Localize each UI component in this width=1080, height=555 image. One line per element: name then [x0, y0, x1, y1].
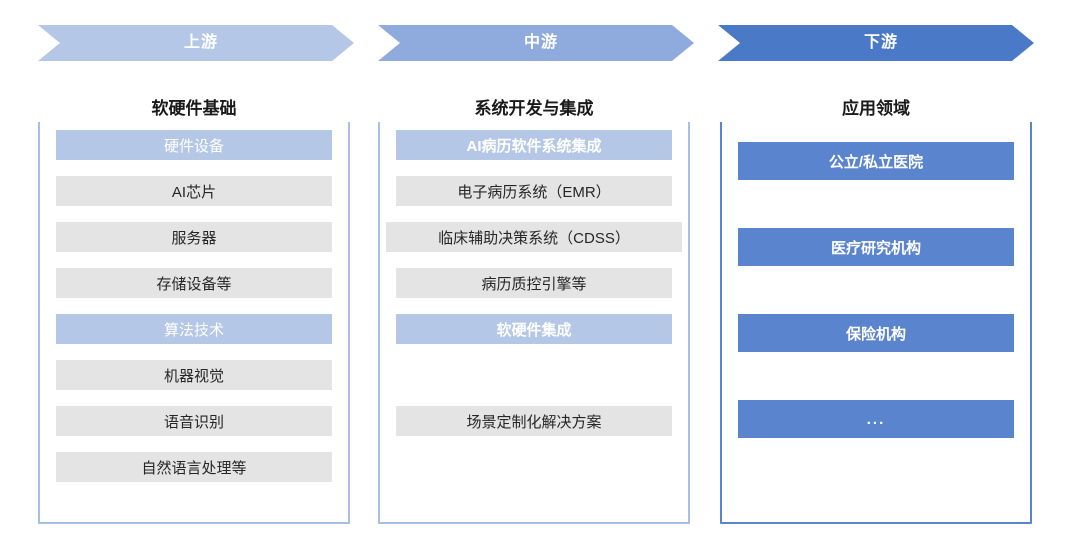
list-item[interactable]: 公立/私立医院 — [738, 142, 1014, 180]
stage-banner-upstream[interactable]: 上游 — [38, 25, 354, 61]
list-item[interactable]: AI病历软件系统集成 — [396, 130, 672, 160]
list-item[interactable]: 硬件设备 — [56, 130, 332, 160]
list-item[interactable]: 自然语言处理等 — [56, 452, 332, 482]
column-downstream-title: 应用领域 — [720, 96, 1032, 122]
list-item[interactable]: 临床辅助决策系统（CDSS） — [386, 222, 682, 252]
column-midstream: 系统开发与集成 AI病历软件系统集成 电子病历系统（EMR） 临床辅助决策系统（… — [378, 96, 690, 524]
stage-banner-midstream-label: 中游 — [523, 34, 558, 51]
list-item[interactable]: 医疗研究机构 — [738, 228, 1014, 266]
column-upstream-title: 软硬件基础 — [38, 96, 350, 122]
column-midstream-items: AI病历软件系统集成 电子病历系统（EMR） 临床辅助决策系统（CDSS） 病历… — [386, 130, 682, 514]
column-downstream-items: 公立/私立医院 医疗研究机构 保险机构 ... — [738, 142, 1014, 514]
list-item[interactable]: 存储设备等 — [56, 268, 332, 298]
frame-bottom-edge — [38, 522, 350, 524]
frame-right-edge — [688, 108, 690, 524]
list-item[interactable]: 算法技术 — [56, 314, 332, 344]
stage-banner-downstream[interactable]: 下游 — [718, 25, 1034, 61]
stage-banner-midstream[interactable]: 中游 — [378, 25, 694, 61]
column-upstream-items: 硬件设备 AI芯片 服务器 存储设备等 算法技术 机器视觉 语音识别 自然语言处… — [56, 130, 332, 514]
list-item[interactable]: 服务器 — [56, 222, 332, 252]
list-item[interactable]: 场景定制化解决方案 — [396, 406, 672, 436]
frame-left-edge — [378, 108, 380, 524]
frame-left-edge — [38, 108, 40, 524]
frame-bottom-edge — [720, 522, 1032, 524]
list-item-ellipsis[interactable]: ... — [738, 400, 1014, 438]
frame-left-edge — [720, 108, 722, 524]
list-item[interactable]: 机器视觉 — [56, 360, 332, 390]
stage-banner-row: 上游 中游 下游 — [0, 0, 1080, 85]
list-item[interactable]: AI芯片 — [56, 176, 332, 206]
list-item[interactable]: 保险机构 — [738, 314, 1014, 352]
list-item[interactable]: 软硬件集成 — [396, 314, 672, 344]
frame-right-edge — [348, 108, 350, 524]
column-upstream: 软硬件基础 硬件设备 AI芯片 服务器 存储设备等 算法技术 机器视觉 语音识别… — [38, 96, 350, 524]
column-downstream: 应用领域 公立/私立医院 医疗研究机构 保险机构 ... — [720, 96, 1032, 524]
list-item-spacer — [396, 360, 672, 390]
frame-right-edge — [1030, 108, 1032, 524]
list-item[interactable]: 语音识别 — [56, 406, 332, 436]
column-midstream-title: 系统开发与集成 — [378, 96, 690, 122]
stage-banner-upstream-label: 上游 — [183, 34, 218, 51]
stage-banner-downstream-label: 下游 — [863, 34, 898, 51]
frame-bottom-edge — [378, 522, 690, 524]
list-item[interactable]: 电子病历系统（EMR） — [396, 176, 672, 206]
list-item[interactable]: 病历质控引擎等 — [396, 268, 672, 298]
